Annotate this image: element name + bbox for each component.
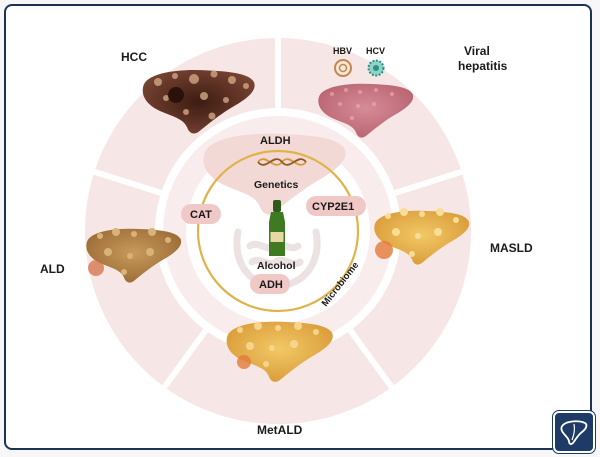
label-genetics: Genetics <box>254 179 299 191</box>
cat-pill <box>181 204 221 224</box>
viral-hepatitis-liver <box>318 83 414 138</box>
wine-bottle-icon <box>269 200 285 256</box>
label-viral-2: hepatitis <box>458 59 508 73</box>
label-metald: MetALD <box>257 423 303 437</box>
label-cyp2e1: CYP2E1 <box>312 201 354 213</box>
label-masld: MASLD <box>490 241 533 255</box>
liver-outline-icon <box>560 420 588 445</box>
liver-badge-icon <box>552 410 596 454</box>
label-hbv: HBV <box>333 46 352 56</box>
label-hcv: HCV <box>366 46 385 56</box>
label-hcc: HCC <box>121 50 147 64</box>
label-alcohol: Alcohol <box>257 260 296 272</box>
hbv-virus-icon <box>334 59 352 77</box>
label-cat: CAT <box>190 209 212 221</box>
ald-liver <box>86 228 182 283</box>
metald-liver <box>226 321 333 382</box>
segment-dividers <box>91 36 465 391</box>
pathway-ring <box>196 149 360 313</box>
label-ald: ALD <box>40 262 65 276</box>
dna-icon <box>257 158 307 166</box>
label-aldh: ALDH <box>260 135 291 147</box>
cyp2e1-pill <box>306 196 366 216</box>
masld-liver <box>374 208 470 265</box>
label-viral-1: Viral <box>464 44 490 58</box>
hcv-virus-icon <box>367 59 385 77</box>
adh-pill <box>250 274 290 294</box>
label-adh: ADH <box>259 279 283 291</box>
hcc-liver <box>142 70 255 134</box>
